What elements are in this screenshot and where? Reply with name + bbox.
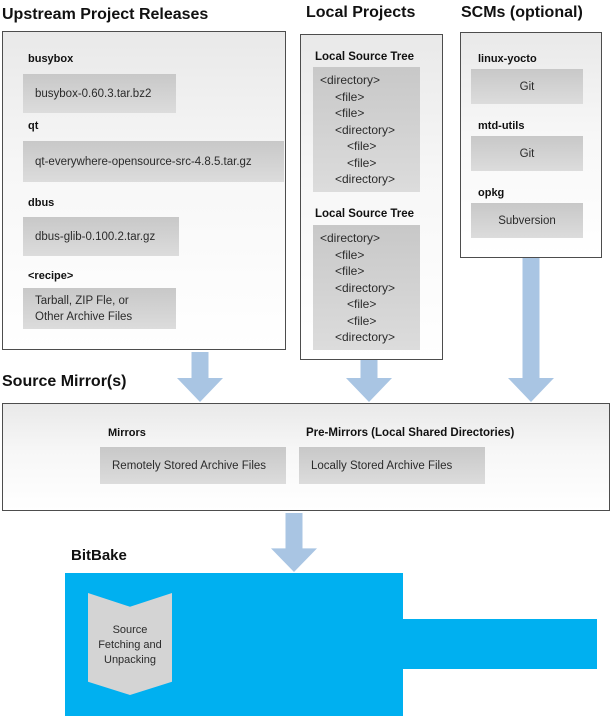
upstream-item-label: dbus [28,197,55,209]
scms-panel: linux-yocto Git mtd-utils Git opkg Subve… [460,32,602,258]
upstream-releases-heading: Upstream Project Releases [2,6,209,23]
tree-line: <file> [347,297,377,311]
local-source-tree-box: <directory> <file> <file> <directory> <f… [313,67,420,192]
scm-item-label: opkg [478,187,505,199]
tree-line: <file> [335,106,365,120]
mirrors-label: Mirrors [108,427,146,439]
tree-line: <directory> [320,73,381,87]
premirrors-box: Locally Stored Archive Files [299,447,485,484]
mirrors-box: Remotely Stored Archive Files [100,447,286,484]
tree-line: <file> [335,264,365,278]
scm-type-box: Subversion [471,203,583,238]
down-arrow-icon [346,360,392,402]
local-projects-heading: Local Projects [306,4,416,21]
tree-line: <file> [335,89,365,104]
tree-line: <file> [347,139,377,153]
bitbake-box-arm [403,619,597,669]
local-source-tree-label: Local Source Tree [315,208,415,220]
scms-heading: SCMs (optional) [461,4,583,21]
source-fetching-step: Source Fetching and Unpacking [88,593,172,695]
upstream-archive-box: Tarball, ZIP Fle, or Other Archive Files [23,288,176,329]
upstream-archive-box: dbus-glib-0.100.2.tar.gz [23,217,179,256]
scm-item-label: mtd-utils [478,120,525,132]
upstream-item-label: busybox [28,53,74,65]
premirrors-label: Pre-Mirrors (Local Shared Directories) [306,427,515,439]
upstream-archive-box: busybox-0.60.3.tar.bz2 [23,74,176,113]
tree-line: <file> [347,313,377,328]
scm-type-box: Git [471,69,583,104]
down-arrow-icon [177,352,223,402]
upstream-releases-panel: busybox busybox-0.60.3.tar.bz2 qt qt-eve… [2,31,286,350]
scm-item-label: linux-yocto [478,53,537,65]
local-projects-panel: Local Source Tree <directory> <file> <fi… [300,34,443,360]
tree-line: <directory> [335,330,396,344]
down-arrow-icon [508,258,554,402]
source-mirrors-panel: Mirrors Remotely Stored Archive Files Pr… [2,403,610,511]
upstream-item-label: <recipe> [28,270,74,282]
local-source-tree-box: <directory> <file> <file> <directory> <f… [313,225,420,350]
down-arrow-icon [271,513,317,572]
tree-line: <directory> [335,280,396,295]
upstream-item-label: qt [28,120,39,132]
scm-type-box: Git [471,136,583,171]
tree-line: <file> [347,155,377,170]
bitbake-heading: BitBake [71,547,127,564]
tree-line: <directory> [335,172,396,186]
tree-line: <directory> [335,122,396,137]
tree-line: <file> [335,247,365,262]
upstream-archive-box: qt-everywhere-opensource-src-4.8.5.tar.g… [23,141,284,182]
source-mirrors-heading: Source Mirror(s) [2,373,127,390]
local-source-tree-label: Local Source Tree [315,51,415,63]
tree-line: <directory> [320,231,381,245]
